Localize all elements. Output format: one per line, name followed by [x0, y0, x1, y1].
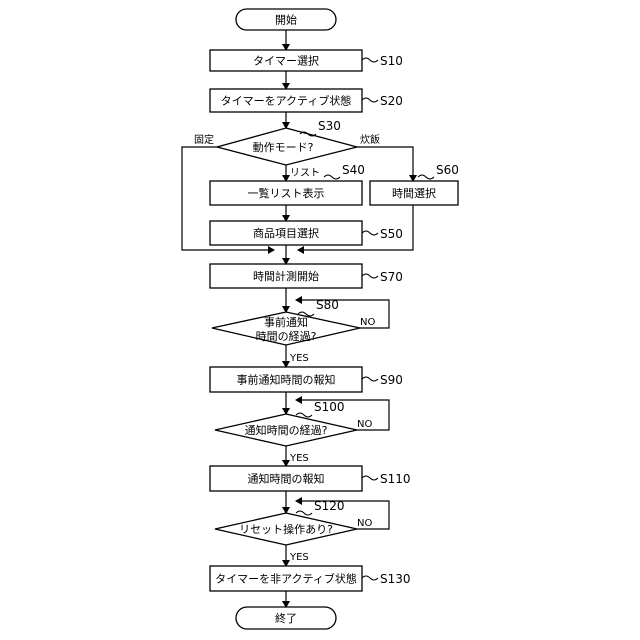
s110-label: 通知時間の報知: [248, 472, 325, 486]
s80-yes: YES: [289, 353, 309, 364]
branch-list: リスト: [290, 168, 320, 179]
s30-step: S30: [318, 119, 341, 133]
s10-label: タイマー選択: [253, 54, 319, 68]
s120-no: NO: [357, 518, 372, 529]
s130-label: タイマーを非アクティブ状態: [215, 572, 357, 586]
s60-label: 時間選択: [392, 186, 436, 200]
branch-fixed: 固定: [194, 133, 214, 146]
s20-leader: [362, 98, 378, 102]
s80-label-line2: 時間の経過?: [256, 330, 317, 343]
s80-label-line1: 事前通知: [264, 315, 308, 329]
s50-label: 商品項目選択: [253, 226, 319, 240]
s20-label: タイマーをアクティブ状態: [221, 94, 352, 108]
s130-step: S130: [380, 572, 411, 586]
s100-step: S100: [314, 400, 345, 414]
s110-step: S110: [380, 472, 411, 486]
s90-leader: [362, 377, 378, 381]
s120-label: リセット操作あり?: [239, 522, 333, 536]
s20-step: S20: [380, 94, 403, 108]
s120-step: S120: [314, 499, 345, 513]
arrow-s30-s60: [357, 147, 413, 181]
branch-rice: 炊飯: [360, 133, 380, 146]
s70-step: S70: [380, 270, 403, 284]
s80-no: NO: [360, 317, 375, 328]
start-label: 開始: [275, 13, 297, 27]
s40-leader: [324, 175, 340, 179]
s90-step: S90: [380, 373, 403, 387]
s10-step: S10: [380, 54, 403, 68]
s100-yes: YES: [289, 453, 309, 464]
s50-step: S50: [380, 227, 403, 241]
s30-label: 動作モード?: [253, 140, 314, 154]
s60-leader: [418, 175, 434, 179]
s60-step: S60: [436, 163, 459, 177]
s120-leader: [296, 511, 312, 515]
s110-leader: [362, 476, 378, 480]
s40-step: S40: [342, 163, 365, 177]
s120-yes: YES: [289, 552, 309, 563]
s50-leader: [362, 231, 378, 235]
s100-label: 通知時間の経過?: [245, 423, 328, 437]
s70-leader: [362, 274, 378, 278]
s40-label: 一覧リスト表示: [248, 186, 325, 200]
s80-step: S80: [316, 298, 339, 312]
end-label: 終了: [275, 611, 297, 625]
s100-no: NO: [357, 419, 372, 430]
s130-leader: [362, 576, 378, 580]
s10-leader: [362, 58, 378, 62]
s70-label: 時間計測開始: [253, 269, 319, 283]
s90-label: 事前通知時間の報知: [237, 373, 336, 387]
